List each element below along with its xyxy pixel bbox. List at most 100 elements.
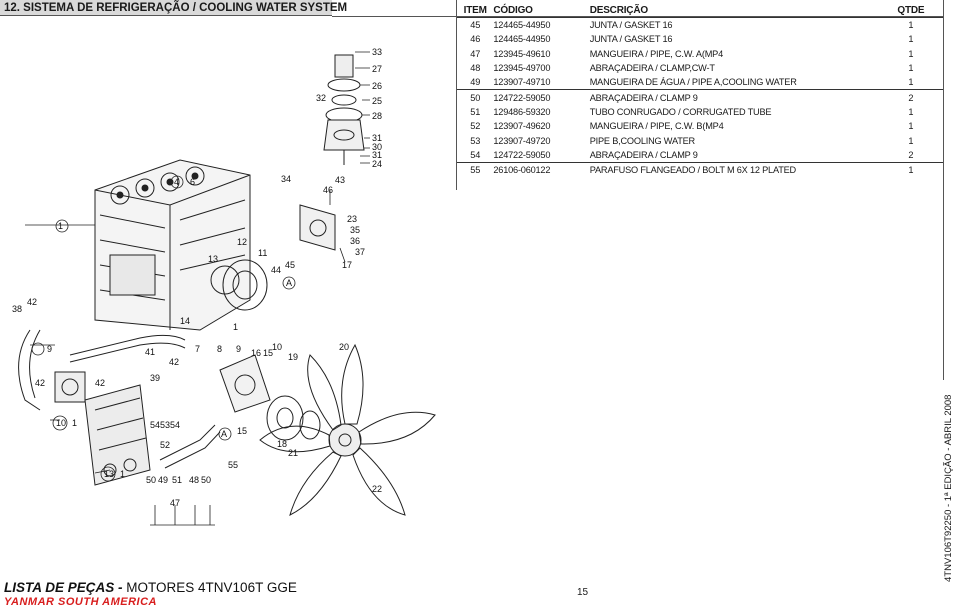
callout-52: 52 — [160, 440, 170, 450]
callout-50a: 50 — [146, 475, 156, 485]
cell-description: ABRAÇADEIRA / CLAMP,CW-T — [589, 63, 715, 74]
parts-table: ITEM CÓDIGO DESCRIÇÃO QTDE 45 124465-4495… — [457, 4, 943, 177]
callout-17: 17 — [342, 260, 352, 270]
callout-37: 37 — [355, 247, 365, 257]
callout-54b: 54 — [170, 420, 180, 430]
cell-qty: 1 — [908, 34, 914, 45]
callout-46: 46 — [323, 185, 333, 195]
callout-20: 20 — [339, 342, 349, 352]
water-pump-drawing — [219, 204, 336, 413]
callout-39: 39 — [150, 373, 160, 383]
cell-description: ABRAÇADEIRA / CLAMP 9 — [589, 147, 879, 163]
cell-item: 52 — [470, 121, 481, 132]
callout-38: 38 — [12, 304, 22, 314]
callout-13-bottom: 13 — [104, 469, 114, 479]
cell-qty: 1 — [908, 48, 914, 59]
callout-1-bottom: 1 — [120, 469, 125, 479]
callout-35: 35 — [350, 225, 360, 235]
callout-47: 47 — [170, 498, 180, 508]
column-header-description: DESCRIÇÃO — [589, 4, 879, 18]
cell-code: 123945-49700 — [493, 63, 551, 74]
cell-item: 47 — [470, 48, 481, 59]
callout-53: 53 — [160, 420, 170, 430]
callout-44: 44 — [271, 265, 281, 275]
cell-qty: 1 — [908, 20, 914, 31]
cell-description: MANGUEIRA / PIPE, C.W. A(MP4 — [589, 48, 723, 59]
engine-block-drawing — [94, 159, 251, 331]
cell-code: 124722-59050 — [493, 92, 551, 103]
hoses-drawing — [18, 329, 221, 469]
cell-qty: 1 — [908, 135, 914, 146]
cell-item: 55 — [470, 165, 481, 176]
leader-lines — [25, 51, 370, 526]
cell-item: 54 — [457, 147, 494, 163]
cell-code: 124722-59050 — [493, 147, 590, 163]
callout-9: 9 — [236, 344, 241, 354]
parts-table-header: ITEM CÓDIGO DESCRIÇÃO QTDE — [457, 4, 943, 18]
cell-description: MANGUEIRA DE ÁGUA / PIPE A,COOLING WATER — [589, 75, 879, 91]
cell-description: MANGUEIRA / PIPE, C.W. B(MP4 — [589, 121, 724, 132]
callout-13: 13 — [208, 254, 218, 264]
callout-12: 12 — [237, 237, 247, 247]
edition-note: 4TNV106T92250 - 1ª EDIÇÃO - ABRIL 2008 — [930, 382, 956, 582]
callout-55: 55 — [228, 460, 238, 470]
brand-name: YANMAR SOUTH AMERICA — [4, 596, 157, 608]
callout-42-mid: 42 — [169, 357, 179, 367]
callout-circles — [31, 175, 296, 482]
fuel-pump-drawing — [54, 371, 151, 486]
cell-description: TUBO CONRUGADO / CORRUGATED TUBE — [589, 106, 772, 117]
callout-32: 32 — [316, 93, 326, 103]
callout-42-left: 42 — [35, 378, 45, 388]
callout-15-top: 15 — [263, 348, 273, 358]
callout-19: 19 — [288, 352, 298, 362]
callout-11: 11 — [258, 248, 267, 258]
cell-code: 26106-060122 — [493, 165, 551, 176]
callout-45: 45 — [285, 260, 295, 270]
callout-18: 18 — [277, 439, 287, 449]
cell-code: 123907-49620 — [493, 121, 551, 132]
callout-26: 26 — [372, 81, 382, 91]
callout-23: 23 — [347, 214, 357, 224]
callout-28: 28 — [372, 111, 382, 121]
cell-code: 123907-49720 — [493, 135, 551, 146]
table-row: 47 123945-49610 MANGUEIRA / PIPE, C.W. A(M… — [457, 47, 943, 61]
callout-1-mid: 1 — [233, 322, 238, 332]
callout-36: 36 — [350, 236, 360, 246]
parts-list-label: LISTA DE PEÇAS - — [4, 580, 123, 595]
callout-31b: 31 — [372, 150, 382, 160]
cell-qty: 1 — [908, 106, 914, 117]
cell-description: JUNTA / GASKET 16 — [589, 20, 673, 31]
callout-48: 48 — [189, 475, 199, 485]
cell-item: 46 — [470, 34, 481, 45]
section-title: 12. SISTEMA DE REFRIGERAÇÃO / COOLING WA… — [0, 0, 347, 16]
cell-code: 124465-44950 — [493, 20, 551, 31]
fan-pulley-drawing — [266, 395, 321, 441]
parts-table-body: 45 124465-44950 JUNTA / GASKET 16 1 46 124465… — [457, 18, 943, 178]
callout-6: 6 — [190, 177, 195, 187]
column-header-code: CÓDIGO — [493, 4, 590, 18]
cell-item: 45 — [470, 20, 481, 31]
cell-code: 123945-49610 — [493, 48, 551, 59]
callout-41: 41 — [145, 347, 155, 357]
right-border — [943, 0, 944, 380]
cell-code: 124465-44950 — [493, 34, 551, 45]
cell-item: 48 — [470, 63, 481, 74]
cell-qty: 1 — [908, 121, 914, 132]
cell-item: 50 — [470, 92, 481, 103]
callout-4: 4 — [174, 177, 179, 187]
thermostat-stack-drawing — [323, 54, 365, 165]
cell-qty: 1 — [878, 75, 943, 91]
callout-54a: 54 — [150, 420, 160, 430]
callout-8: 8 — [217, 344, 222, 354]
callout-50b: 50 — [201, 475, 211, 485]
callout-a-mid: A — [221, 429, 227, 439]
callout-42-right: 42 — [95, 378, 105, 388]
cell-qty: 2 — [908, 92, 914, 103]
callout-9-left: 9 — [47, 344, 52, 354]
callout-30: 30 — [372, 142, 382, 152]
